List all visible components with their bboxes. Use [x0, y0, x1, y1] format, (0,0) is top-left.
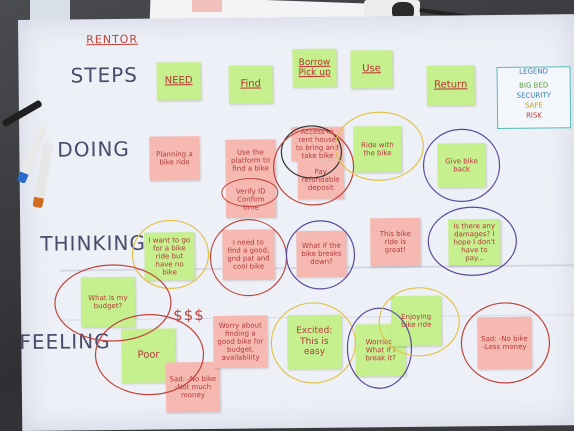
- circle-thinking-want: [131, 219, 210, 290]
- circle-thinking-find: [209, 218, 288, 297]
- circle-feeling-excited: [270, 302, 356, 384]
- pink-note-corner: [192, 0, 222, 12]
- circle-doing-giveback: [422, 128, 501, 202]
- circle-doing-access: [280, 125, 342, 179]
- circle-doing-ride: [334, 111, 424, 181]
- circle-thinking-budget: [54, 264, 172, 342]
- circle-feeling-sad2: [460, 302, 551, 384]
- circle-feeling-worried: [346, 307, 413, 389]
- circle-feeling-poor: [94, 314, 205, 396]
- circle-verify: [221, 178, 279, 208]
- marker-circles: [54, 111, 551, 396]
- circle-thinking-damages: [427, 206, 517, 276]
- circle-feeling-enjoying: [378, 287, 460, 357]
- circle-thinking-whatif: [285, 220, 356, 290]
- whiteboard-paper: RENTOR STEPS DOING THINKING FEELING NEED…: [18, 14, 574, 431]
- circle-doing-deposit: [272, 128, 355, 206]
